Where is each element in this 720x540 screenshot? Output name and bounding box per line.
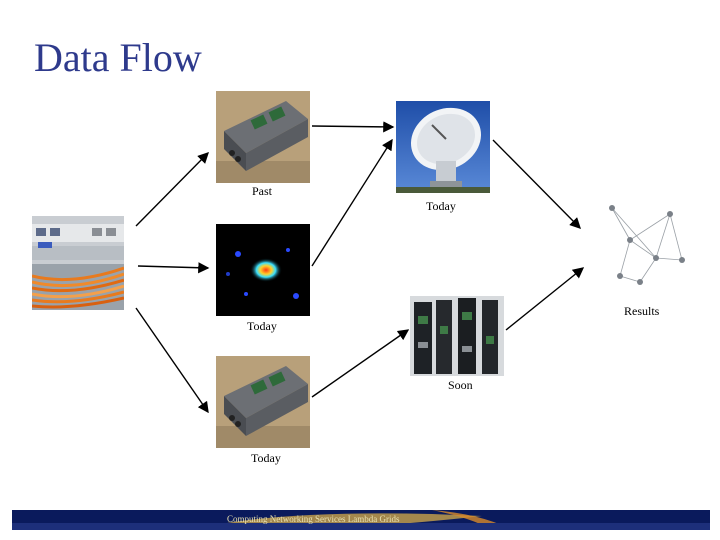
caption-racks-soon: Soon	[448, 378, 473, 392]
disk-module-icon	[216, 356, 310, 448]
patch-panel-photo	[32, 216, 124, 310]
arrow-fringe-to-dish	[311, 138, 393, 267]
patch-panel-cables-icon	[32, 216, 124, 310]
network-graph-icon	[600, 200, 690, 288]
server-racks-photo	[410, 296, 504, 376]
footer-swoosh-graphic	[12, 510, 710, 530]
footer-banner: Computing Networking Services Lambda Gri…	[12, 510, 710, 530]
footer-text: Computing Networking Services Lambda Gri…	[227, 514, 400, 524]
arrow-dish-to-results	[492, 139, 581, 229]
arrow-source-to-disk-past	[135, 152, 209, 227]
caption-results: Results	[624, 304, 660, 318]
caption-fringe-today: Today	[247, 319, 277, 333]
caption-past: Past	[252, 184, 273, 198]
fringe-plot-icon	[216, 224, 310, 316]
disk-module-icon	[216, 91, 310, 183]
caption-disk-today: Today	[251, 451, 281, 465]
arrow-disk-past-to-dish	[311, 121, 395, 133]
radio-dish-photo	[396, 101, 490, 193]
server-racks-icon	[410, 296, 504, 376]
arrow-racks-to-results	[505, 267, 585, 331]
arrow-source-to-fringe	[137, 262, 210, 274]
fringe-plot-photo	[216, 224, 310, 316]
caption-dish-today: Today	[426, 199, 456, 213]
radio-dish-antenna-icon	[396, 101, 490, 193]
disk-module-today-photo	[216, 356, 310, 448]
arrow-source-to-disk-today	[135, 307, 209, 414]
page-title: Data Flow	[34, 35, 202, 80]
disk-module-past-photo	[216, 91, 310, 183]
arrow-disk-today-to-racks	[311, 329, 410, 398]
results-graph-photo	[600, 200, 690, 288]
